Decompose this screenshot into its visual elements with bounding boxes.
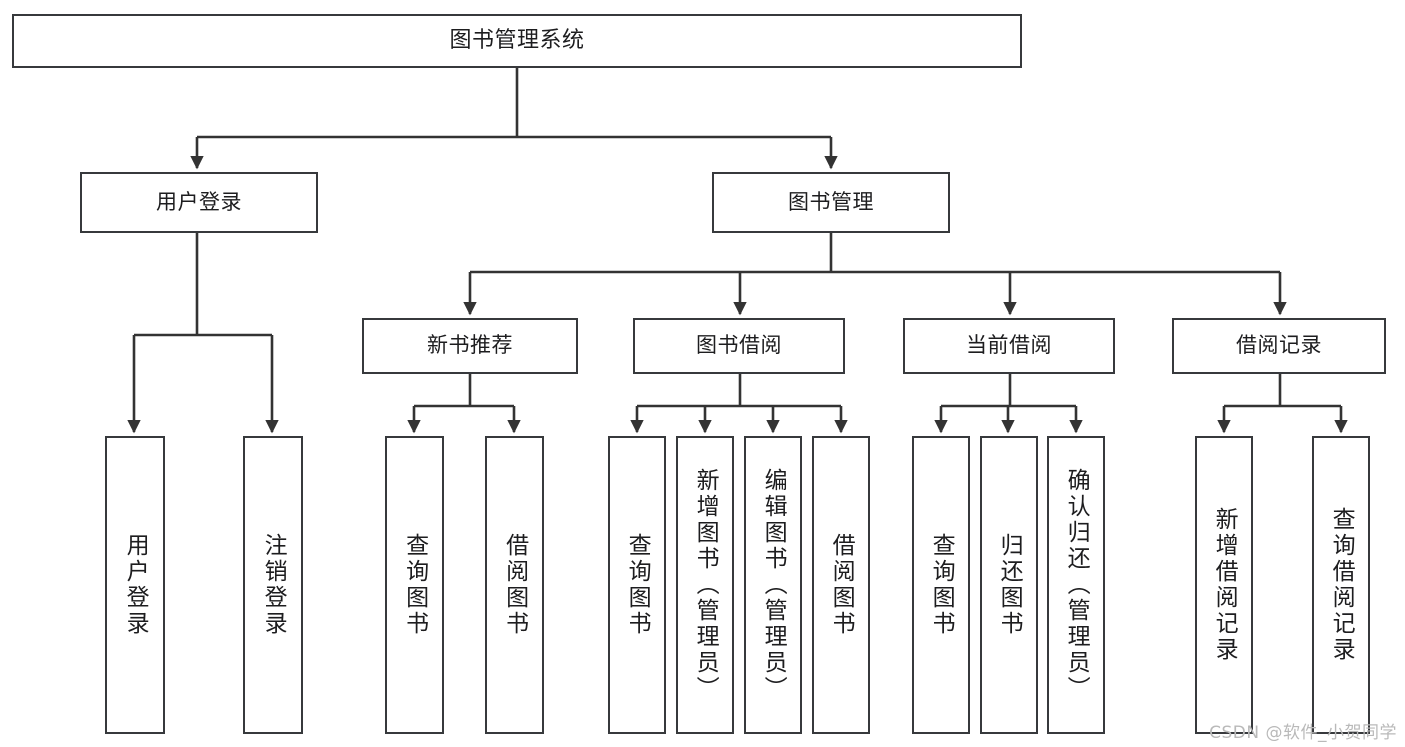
node-leaf-user-login[interactable]: 用户登录 <box>105 436 165 734</box>
node-current-borrow-label: 当前借阅 <box>966 333 1052 358</box>
node-leaf-logout-label: 注销登录 <box>260 533 287 637</box>
node-root-label: 图书管理系统 <box>449 27 585 53</box>
node-leaf-confirm-return-label: 确认归还（管理员） <box>1063 468 1090 702</box>
node-book-manage-label: 图书管理 <box>788 189 874 214</box>
node-leaf-query-book-3-label: 查询图书 <box>928 533 955 637</box>
node-book-borrow-label: 图书借阅 <box>696 333 782 358</box>
node-leaf-user-login-label: 用户登录 <box>122 533 149 637</box>
node-leaf-borrow-book-1[interactable]: 借阅图书 <box>485 436 544 734</box>
node-leaf-return-book[interactable]: 归还图书 <box>980 436 1038 734</box>
node-leaf-query-book-2-label: 查询图书 <box>624 533 651 637</box>
node-current-borrow[interactable]: 当前借阅 <box>903 318 1115 374</box>
node-leaf-return-book-label: 归还图书 <box>996 533 1023 637</box>
node-book-borrow[interactable]: 图书借阅 <box>633 318 845 374</box>
node-leaf-borrow-book-2[interactable]: 借阅图书 <box>812 436 870 734</box>
node-leaf-query-book-1-label: 查询图书 <box>401 533 428 637</box>
node-user-login-label: 用户登录 <box>156 189 242 214</box>
node-leaf-edit-book-label: 编辑图书（管理员） <box>760 468 787 702</box>
node-borrow-record-label: 借阅记录 <box>1236 333 1322 358</box>
node-user-login[interactable]: 用户登录 <box>80 172 318 233</box>
node-new-book-rec[interactable]: 新书推荐 <box>362 318 578 374</box>
node-book-manage[interactable]: 图书管理 <box>712 172 950 233</box>
node-root[interactable]: 图书管理系统 <box>12 14 1022 68</box>
watermark: CSDN @软件_小贺同学 <box>1209 723 1397 743</box>
node-leaf-borrow-book-1-label: 借阅图书 <box>501 533 528 637</box>
node-leaf-query-book-3[interactable]: 查询图书 <box>912 436 970 734</box>
node-borrow-record[interactable]: 借阅记录 <box>1172 318 1386 374</box>
node-leaf-confirm-return[interactable]: 确认归还（管理员） <box>1047 436 1105 734</box>
node-leaf-logout[interactable]: 注销登录 <box>243 436 303 734</box>
node-leaf-add-record[interactable]: 新增借阅记录 <box>1195 436 1253 734</box>
node-leaf-borrow-book-2-label: 借阅图书 <box>828 533 855 637</box>
node-new-book-rec-label: 新书推荐 <box>427 333 513 358</box>
node-leaf-query-record[interactable]: 查询借阅记录 <box>1312 436 1370 734</box>
node-leaf-query-record-label: 查询借阅记录 <box>1328 507 1355 663</box>
node-leaf-add-record-label: 新增借阅记录 <box>1211 507 1238 663</box>
node-leaf-query-book-1[interactable]: 查询图书 <box>385 436 444 734</box>
node-leaf-edit-book[interactable]: 编辑图书（管理员） <box>744 436 802 734</box>
node-leaf-add-book-label: 新增图书（管理员） <box>692 468 719 702</box>
node-leaf-query-book-2[interactable]: 查询图书 <box>608 436 666 734</box>
node-leaf-add-book[interactable]: 新增图书（管理员） <box>676 436 734 734</box>
